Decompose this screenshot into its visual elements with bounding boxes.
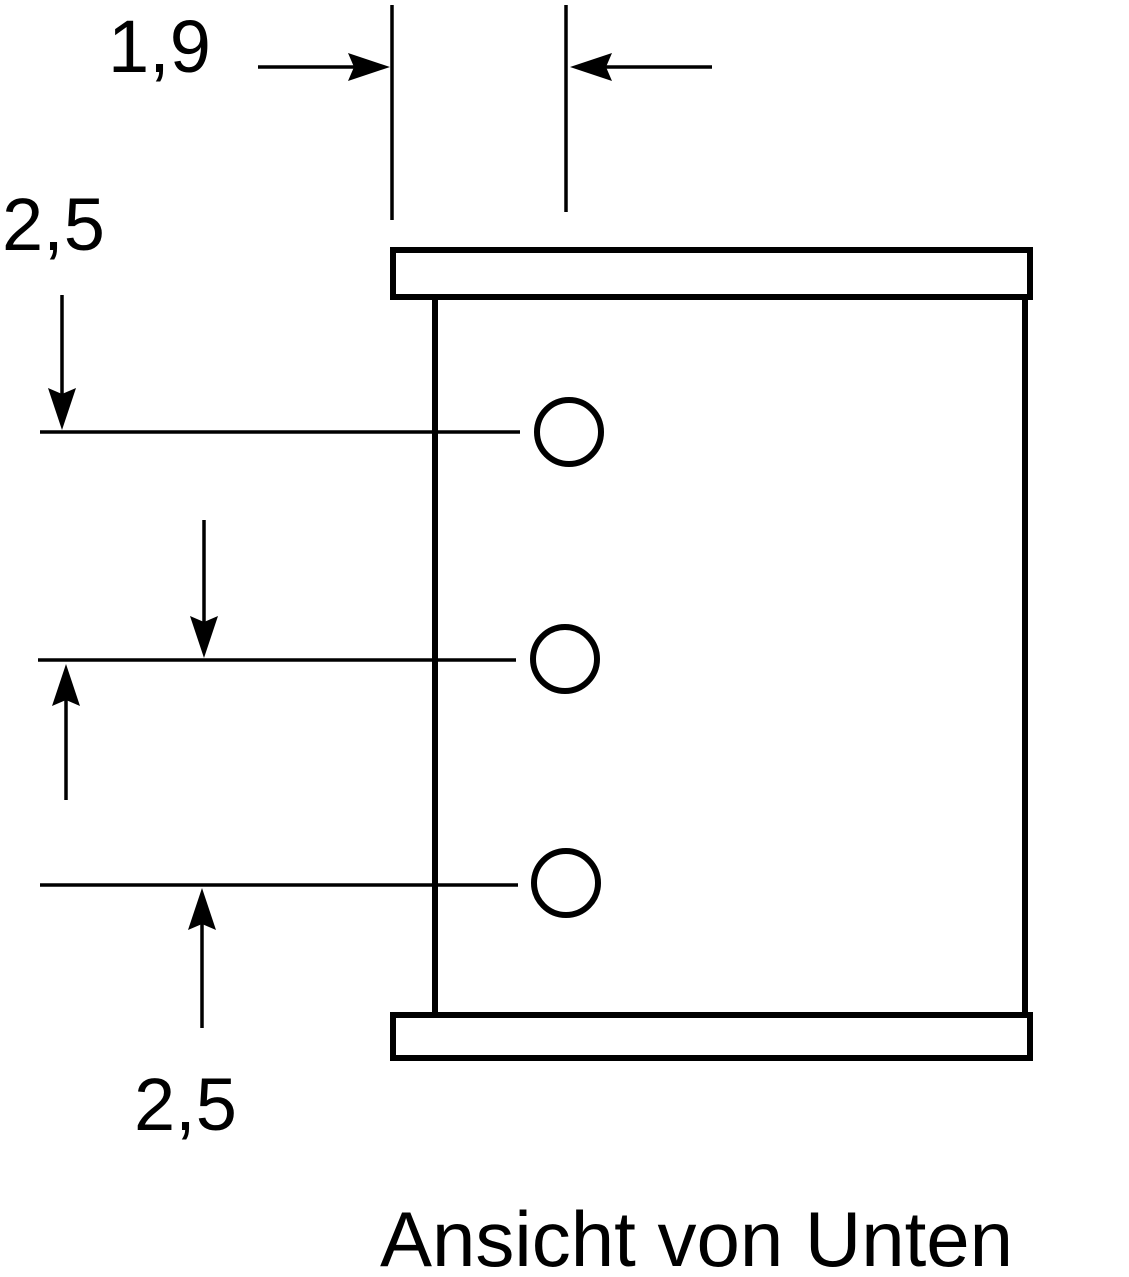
lower-spacing-label: 2,5	[134, 1063, 237, 1146]
top-flange	[390, 247, 1033, 300]
pin-3	[531, 848, 601, 918]
lower-arrow-1-head	[52, 664, 80, 706]
lower-spacing-dimension: 2,5	[52, 664, 237, 1146]
upper-spacing-dimension: 2,5	[2, 183, 218, 658]
bottom-flange	[390, 1012, 1033, 1061]
upper-spacing-label: 2,5	[2, 183, 105, 266]
width-arrow-left-head	[348, 53, 390, 81]
width-dimension: 1,9	[108, 5, 712, 88]
component-body	[390, 247, 1033, 1061]
upper-arrow-2-head	[190, 616, 218, 658]
width-dimension-label: 1,9	[108, 5, 211, 88]
upper-arrow-1-head	[48, 388, 76, 430]
width-arrow-right-head	[570, 53, 612, 81]
pin-2	[530, 624, 600, 694]
view-caption: Ansicht von Unten	[380, 1195, 1013, 1277]
pins	[530, 397, 604, 918]
pin-1	[534, 397, 604, 467]
lower-arrow-2-head	[188, 888, 216, 930]
extension-lines	[38, 5, 568, 887]
